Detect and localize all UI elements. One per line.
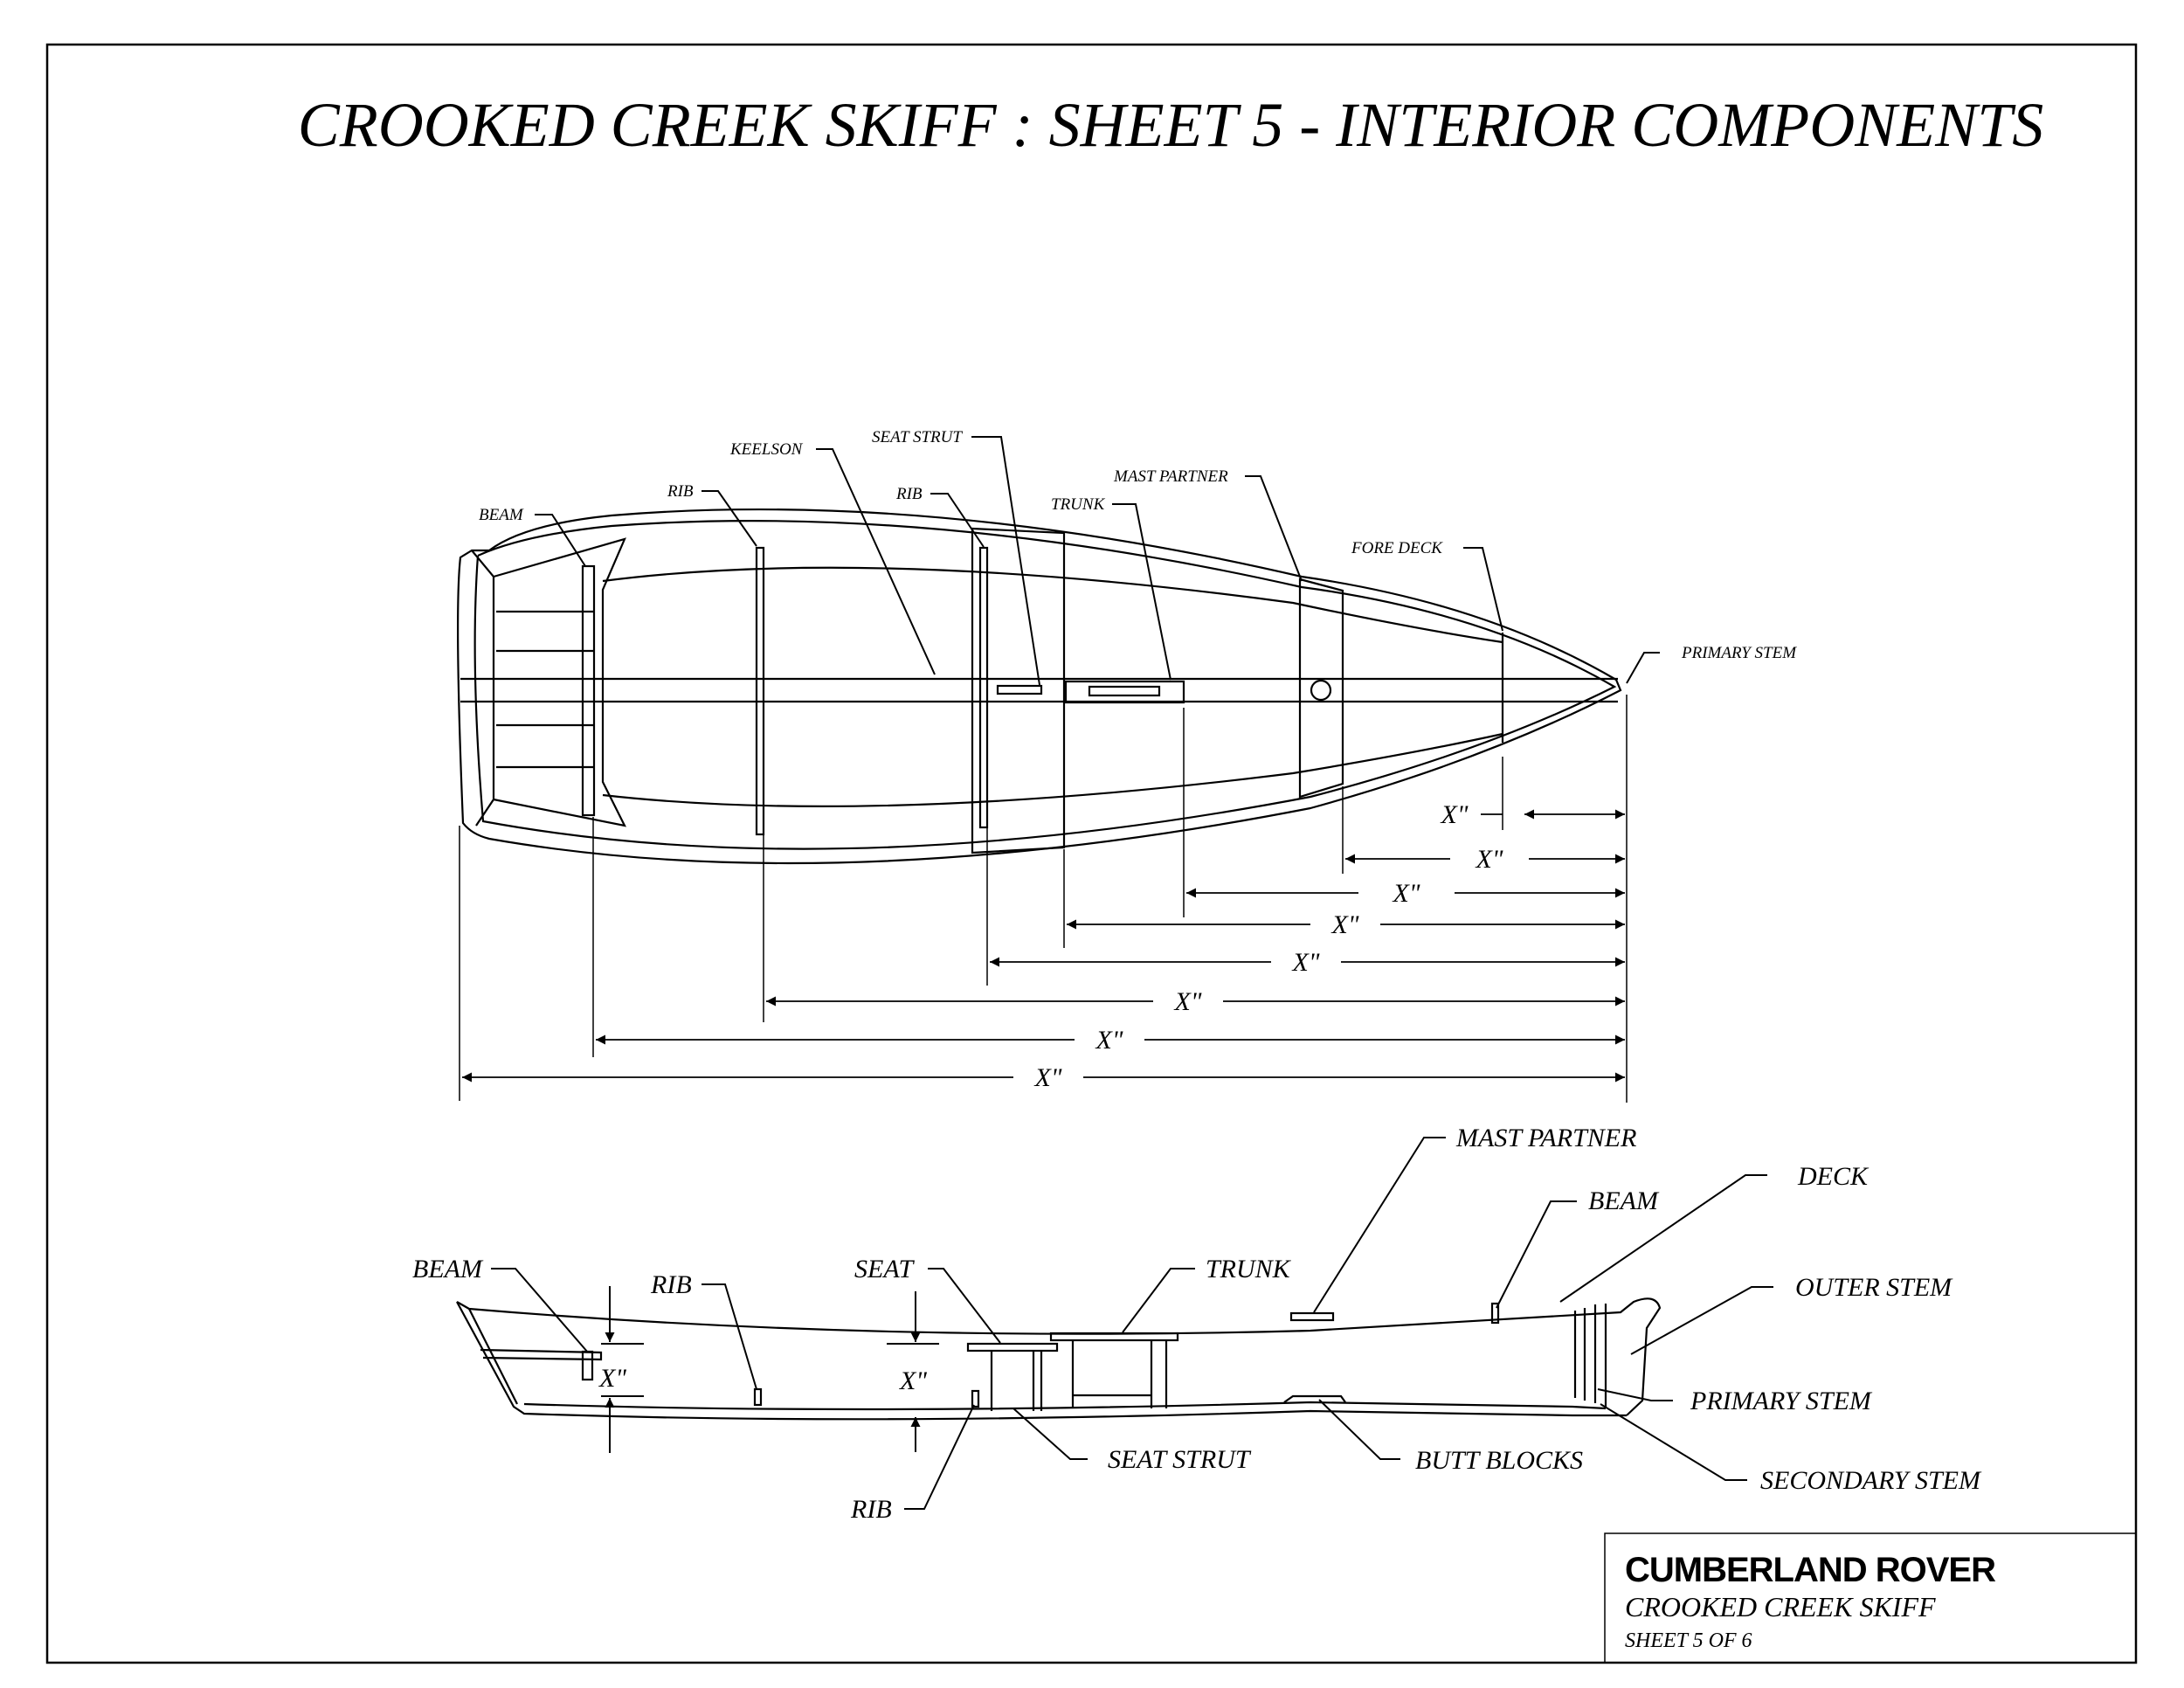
leader-outer-stem (1630, 1286, 1773, 1355)
profile-butt-blocks (1283, 1394, 1346, 1403)
leader-rib-aft (702, 1283, 757, 1390)
profile-sheer (456, 1297, 1662, 1416)
plan-transom (471, 550, 495, 827)
title-block: CUMBERLAND ROVER CROOKED CREEK SKIFF SHE… (1604, 1532, 2136, 1663)
leader-seat (928, 1268, 1001, 1344)
leader-seat-strut (971, 436, 1040, 686)
profile-label-mast-partner: MAST PARTNER (1455, 1124, 1636, 1152)
leader-rib-1 (702, 490, 757, 547)
plan-dimensions (462, 809, 1625, 1083)
leader-trunk (1112, 503, 1171, 681)
plan-dim-label: X" (1441, 800, 1469, 829)
leader-deck (1559, 1174, 1767, 1303)
profile-label-rib-lower: RIB (850, 1495, 892, 1524)
profile-label-seat: SEAT (854, 1255, 916, 1283)
leader-primary-stem (1626, 652, 1660, 684)
plan-dim-label: X" (1476, 845, 1503, 874)
leader-primary-stem (1597, 1388, 1673, 1401)
profile-dim-label: X" (598, 1364, 626, 1393)
leader-rib-lower (904, 1404, 975, 1510)
plan-aft-seat (493, 537, 626, 827)
plan-trunk (1064, 680, 1185, 704)
plan-view (457, 436, 1660, 1103)
leader-mast-partner (1313, 1137, 1446, 1313)
profile-label-beam-aft: BEAM (412, 1255, 484, 1283)
plan-mast-partner (1298, 578, 1344, 799)
profile-label-rib-aft: RIB (650, 1270, 692, 1299)
profile-beam-aft (581, 1350, 594, 1381)
leader-secondary-stem (1600, 1403, 1747, 1481)
plan-label-beam: BEAM (479, 506, 524, 524)
plan-label-trunk: TRUNK (1051, 495, 1106, 514)
profile-label-primary-stem: PRIMARY STEM (1690, 1387, 1873, 1415)
leader-beam (535, 514, 586, 567)
profile-label-deck: DECK (1797, 1162, 1870, 1191)
plan-label-mast-partner: MAST PARTNER (1113, 467, 1228, 486)
leader-butt-blocks (1318, 1399, 1400, 1460)
plan-label-seat-strut: SEAT STRUT (872, 428, 963, 446)
profile-dim-label: X" (899, 1366, 927, 1395)
plan-beam (581, 564, 596, 817)
profile-seat (966, 1342, 1059, 1352)
plan-hull-outer (457, 508, 1622, 865)
profile-view (456, 1137, 1773, 1510)
plan-rib-2 (978, 546, 989, 829)
plan-hull-inner (473, 520, 1617, 850)
plan-label-fore-deck: FORE DECK (1351, 539, 1443, 557)
sheet-title: CROOKED CREEK SKIFF : SHEET 5 - INTERIOR… (298, 90, 2044, 160)
profile-label-secondary-stem: SECONDARY STEM (1760, 1466, 1982, 1495)
plan-label-rib-2: RIB (895, 485, 923, 503)
leader-trunk (1122, 1268, 1195, 1333)
profile-aft-seat (480, 1348, 603, 1361)
leader-rib-2 (930, 493, 985, 548)
plan-label-primary-stem: PRIMARY STEM (1681, 644, 1797, 662)
title-block-sheet: SHEET 5 OF 6 (1625, 1629, 1752, 1652)
plan-label-keelson: KEELSON (729, 440, 804, 459)
leader-mast-partner (1245, 475, 1303, 582)
leader-fore-deck (1463, 547, 1503, 632)
profile-label-beam-fore: BEAM (1588, 1186, 1660, 1215)
leader-beam-aft (491, 1268, 589, 1353)
profile-mast-partner (1289, 1311, 1335, 1322)
profile-label-outer-stem: OUTER STEM (1795, 1273, 1953, 1302)
leader-beam-fore (1496, 1200, 1577, 1309)
profile-label-seat-strut: SEAT STRUT (1108, 1445, 1252, 1474)
plan-middle-seat (971, 527, 1066, 854)
plan-rib-1 (755, 546, 765, 836)
profile-rib-aft (753, 1387, 763, 1407)
profile-label-butt-blocks: BUTT BLOCKS (1415, 1446, 1583, 1475)
plan-dim-label: X" (1095, 1026, 1123, 1055)
title-block-brand: CUMBERLAND ROVER (1625, 1551, 1996, 1589)
plan-label-rib-1: RIB (667, 482, 694, 501)
profile-bottom (456, 1301, 1627, 1421)
profile-beam-fore (1490, 1302, 1500, 1325)
plan-floor-boundary (602, 566, 1503, 807)
plan-dim-label: X" (1292, 948, 1320, 977)
sheet-border (45, 43, 2138, 1664)
plan-dim-label: X" (1174, 987, 1202, 1016)
plan-dim-label: X" (1331, 910, 1359, 939)
profile-label-trunk: TRUNK (1206, 1255, 1292, 1283)
plan-dim-label: X" (1393, 879, 1420, 908)
profile-dimensions (601, 1286, 939, 1453)
plan-mast-hole (1310, 679, 1332, 702)
plan-dim-label: X" (1034, 1063, 1062, 1092)
title-block-name: CROOKED CREEK SKIFF (1625, 1591, 1936, 1622)
leader-keelson (816, 448, 936, 675)
profile-trunk (1049, 1332, 1179, 1342)
profile-rib-lower (971, 1389, 980, 1408)
leader-seat-strut (1013, 1408, 1088, 1460)
plan-seat-strut (996, 684, 1043, 695)
